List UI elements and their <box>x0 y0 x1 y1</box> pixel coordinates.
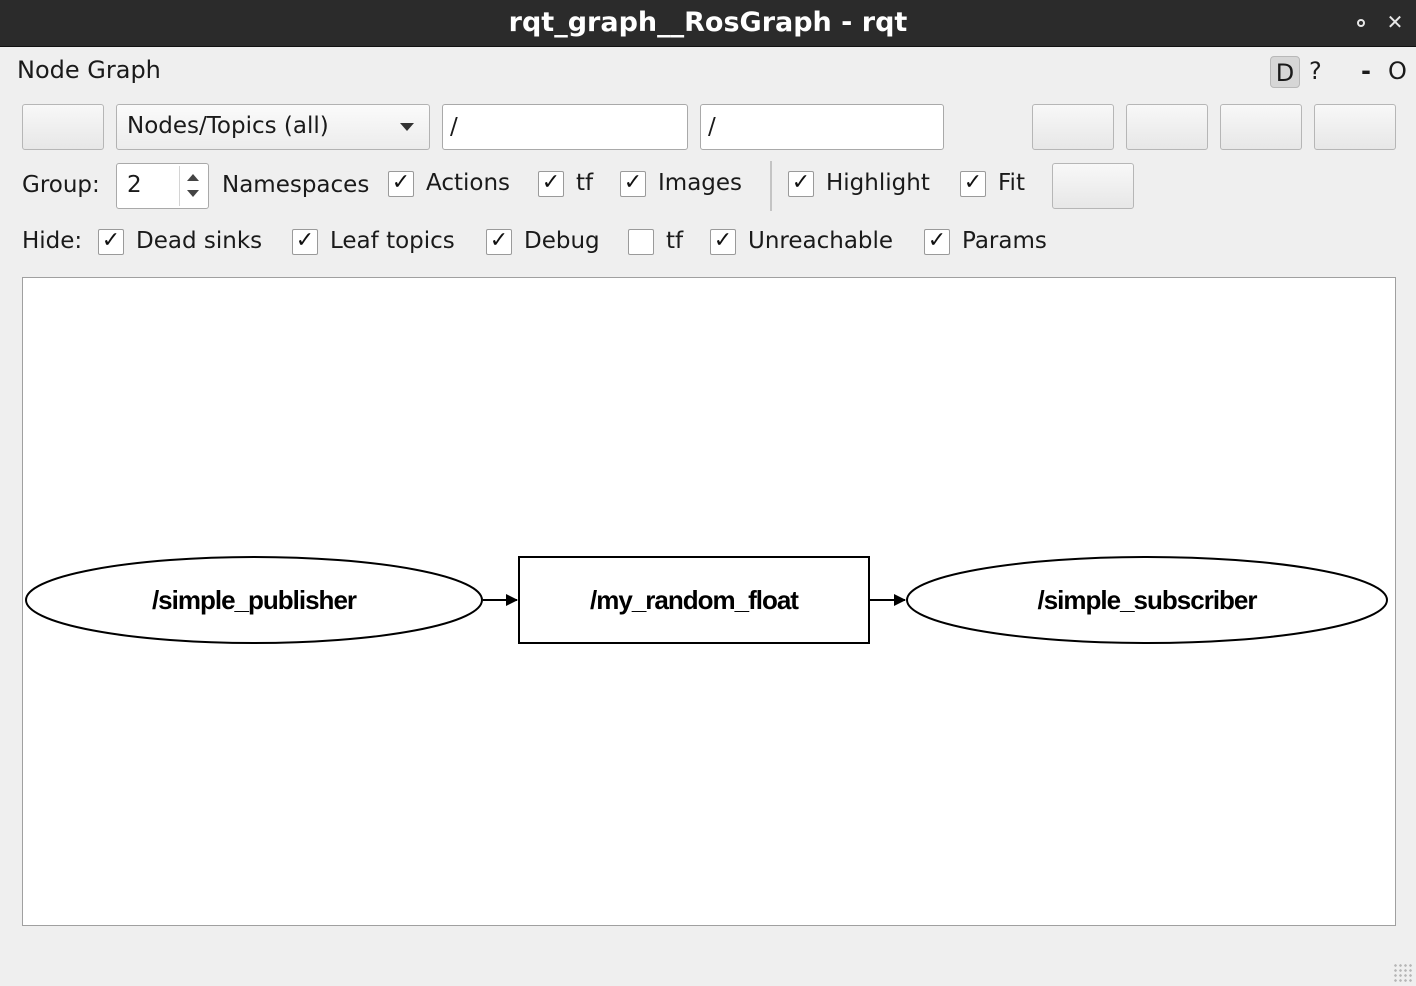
images-label: Images <box>658 170 743 196</box>
spin-down-icon[interactable] <box>187 190 199 197</box>
plugin-dock-button[interactable]: D <box>1270 56 1300 88</box>
params-checkbox[interactable]: ✓ <box>924 228 950 255</box>
dead-sinks-checkbox[interactable]: ✓ <box>98 228 124 255</box>
spin-up-icon[interactable] <box>187 174 199 181</box>
check-icon: ✓ <box>713 228 733 253</box>
graph-canvas[interactable]: /simple_publisher /my_random_float /simp… <box>22 277 1396 926</box>
save-image-button[interactable] <box>1314 104 1396 150</box>
params-label: Params <box>962 228 1047 254</box>
load-dot-button[interactable] <box>1032 104 1114 150</box>
graph-mode-value: Nodes/Topics (all) <box>127 113 329 139</box>
node-filter-input[interactable] <box>442 104 688 150</box>
toolbar-separator <box>770 161 772 211</box>
highlight-checkbox[interactable]: ✓ <box>788 170 814 197</box>
plugin-title: Node Graph <box>17 56 161 84</box>
plugin-close-button[interactable]: O <box>1388 57 1407 85</box>
graph-node-simple-subscriber[interactable]: /simple_subscriber <box>906 556 1388 644</box>
window-close-icon[interactable]: ✕ <box>1386 10 1404 34</box>
debug-checkbox[interactable]: ✓ <box>486 228 512 255</box>
check-icon: ✓ <box>791 170 811 195</box>
check-icon: ✓ <box>295 228 315 253</box>
check-icon: ✓ <box>489 228 509 253</box>
graph-topic-my-random-float[interactable]: /my_random_float <box>518 556 870 644</box>
leaf-topics-label: Leaf topics <box>330 228 455 254</box>
topic-label: /my_random_float <box>590 585 799 615</box>
tf-group-label: tf <box>576 170 594 196</box>
hide-tf-checkbox[interactable] <box>628 229 654 255</box>
check-icon: ✓ <box>541 170 561 195</box>
check-icon: ✓ <box>623 170 643 195</box>
dead-sinks-label: Dead sinks <box>136 228 263 254</box>
group-value: 2 <box>127 172 142 198</box>
plugin-minimize-button[interactable]: - <box>1361 57 1371 85</box>
topic-filter-input[interactable] <box>700 104 944 150</box>
resize-grip-icon[interactable] <box>1393 963 1413 983</box>
hide-tf-label: tf <box>666 228 684 254</box>
title-bar[interactable]: rqt_graph__RosGraph - rqt ✕ <box>0 0 1416 47</box>
refresh-graph-button[interactable] <box>22 104 104 150</box>
group-label: Group: <box>22 172 100 198</box>
node-label: /simple_publisher <box>152 585 357 615</box>
check-icon: ✓ <box>101 228 121 253</box>
graph-svg: /simple_publisher /my_random_float /simp… <box>25 556 1388 644</box>
check-icon: ✓ <box>963 170 983 195</box>
leaf-topics-checkbox[interactable]: ✓ <box>292 228 318 255</box>
unreachable-label: Unreachable <box>748 228 894 254</box>
graph-node-simple-publisher[interactable]: /simple_publisher <box>25 556 483 644</box>
hide-label: Hide: <box>22 228 83 254</box>
highlight-label: Highlight <box>826 170 930 196</box>
actions-checkbox[interactable]: ✓ <box>388 170 414 197</box>
namespaces-label: Namespaces <box>222 172 370 198</box>
fit-checkbox[interactable]: ✓ <box>960 170 986 197</box>
actions-label: Actions <box>426 170 511 196</box>
tf-group-checkbox[interactable]: ✓ <box>538 170 564 197</box>
fit-label: Fit <box>998 170 1025 196</box>
fit-in-view-button[interactable] <box>1052 163 1134 209</box>
group-spinbox[interactable]: 2 <box>116 163 209 209</box>
images-checkbox[interactable]: ✓ <box>620 170 646 197</box>
unreachable-checkbox[interactable]: ✓ <box>710 228 736 255</box>
graph-mode-combobox[interactable]: Nodes/Topics (all) <box>116 104 430 150</box>
save-svg-button[interactable] <box>1220 104 1302 150</box>
node-label: /simple_subscriber <box>1038 585 1258 615</box>
window-title: rqt_graph__RosGraph - rqt <box>508 7 908 38</box>
chevron-down-icon <box>400 123 414 131</box>
check-icon: ✓ <box>391 170 411 195</box>
save-dot-button[interactable] <box>1126 104 1208 150</box>
window-menu-icon[interactable] <box>1357 19 1365 27</box>
plugin-header: Node Graph D ? - O <box>4 48 1414 98</box>
plugin-help-button[interactable]: ? <box>1309 57 1322 85</box>
check-icon: ✓ <box>927 228 947 253</box>
debug-label: Debug <box>524 228 600 254</box>
